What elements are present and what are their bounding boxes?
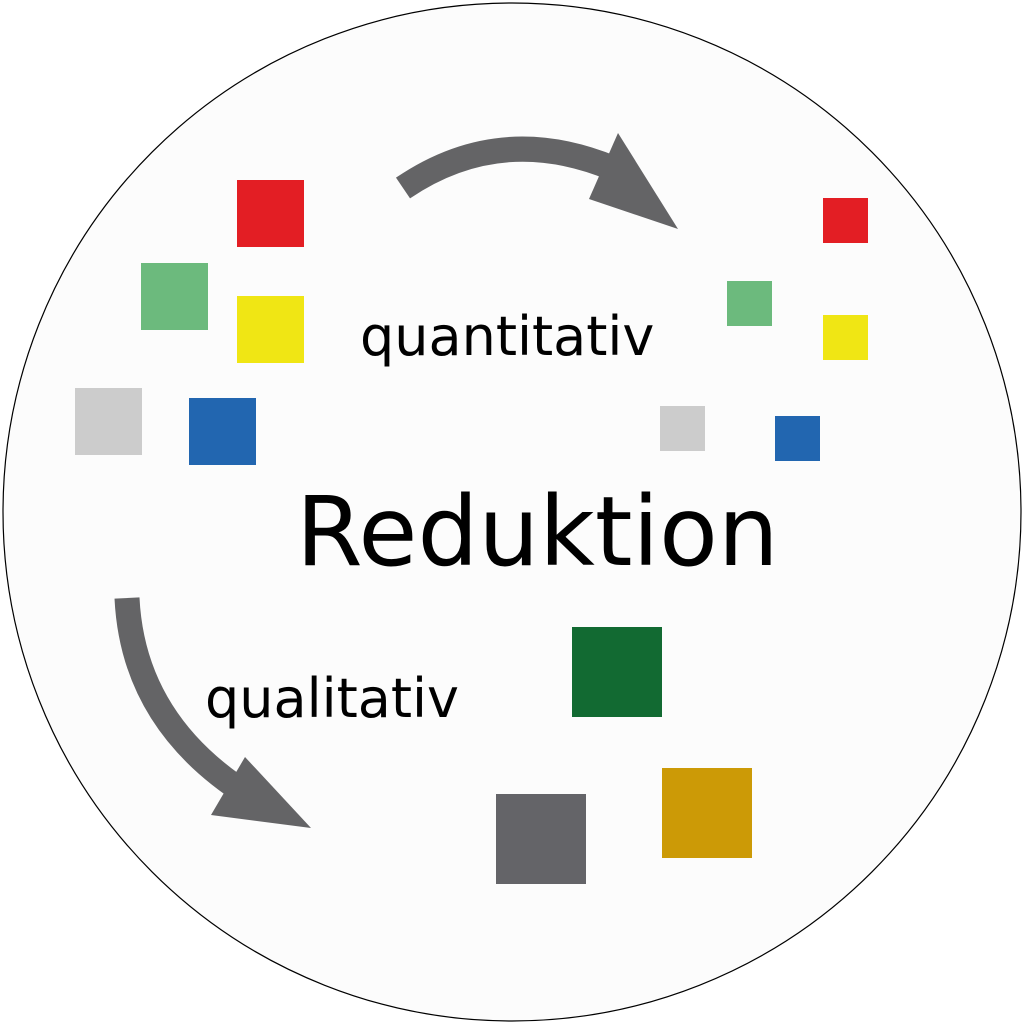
yellow-square <box>237 296 304 363</box>
quantitative-arrow-icon <box>395 133 678 229</box>
qualitative-label: qualitativ <box>205 667 459 730</box>
gray-square <box>75 388 142 455</box>
red-square <box>237 180 304 247</box>
qualitative-arrow-icon <box>114 597 311 828</box>
dark-gray-square <box>496 794 586 884</box>
small-yellow-square <box>823 315 868 360</box>
blue-square <box>189 398 256 465</box>
small-blue-square <box>775 416 820 461</box>
small-green-square <box>727 281 772 326</box>
title-label: Reduktion <box>296 476 779 588</box>
green-square <box>141 263 208 330</box>
gold-square <box>662 768 752 858</box>
dark-green-square <box>572 627 662 717</box>
small-gray-square <box>660 406 705 451</box>
small-red-square <box>823 198 868 243</box>
quantitative-label: quantitativ <box>360 305 654 368</box>
